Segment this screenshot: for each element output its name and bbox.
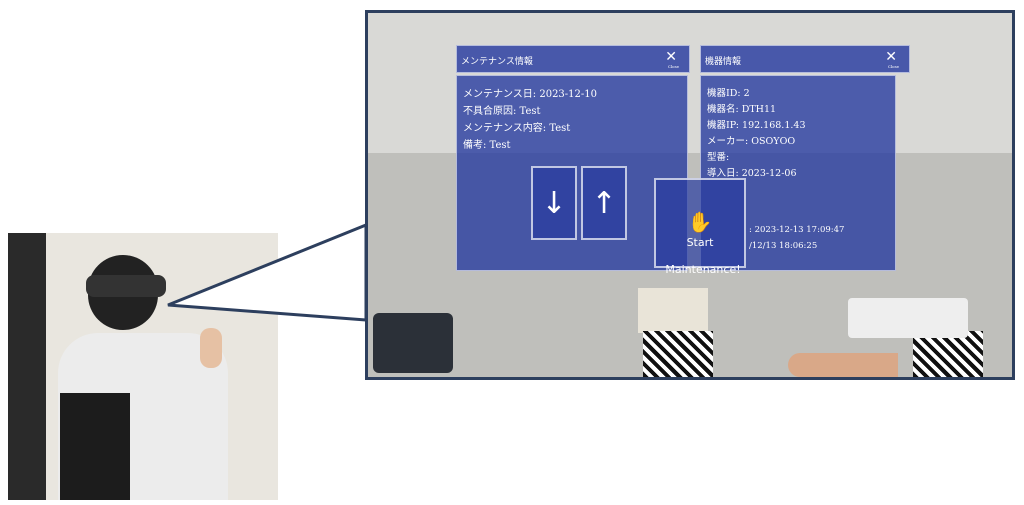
device-line: 型番: — [707, 152, 730, 163]
device-timestamp: : 2023-12-13 17:09:47 — [749, 225, 845, 235]
start-maintenance-label: Maintenance! — [665, 263, 741, 276]
device-line: 機器ID: 2 — [707, 88, 750, 99]
close-label[interactable]: Close — [667, 64, 679, 69]
close-label[interactable]: Close — [887, 64, 899, 69]
maintenance-line: メンテナンス内容: Test — [463, 123, 571, 134]
device-line: 機器名: DTH11 — [707, 104, 777, 115]
shirt-print — [60, 393, 130, 500]
qr-code — [913, 331, 983, 377]
device-line: 機器IP: 192.168.1.43 — [707, 120, 806, 131]
ar-view-screenshot: メンテナンス情報 ✕ Close メンテナンス日: 2023-12-10 不具合… — [365, 10, 1015, 380]
maintenance-panel-title: メンテナンス情報 — [461, 57, 533, 67]
device-panel-title: 機器情報 — [705, 57, 742, 67]
headset — [86, 275, 166, 297]
device-box — [373, 313, 453, 373]
device-panel-header: 機器情報 ✕ Close — [700, 45, 910, 73]
user-finger — [788, 353, 898, 377]
device-line: メーカー: OSOYOO — [707, 136, 796, 147]
maintenance-line: メンテナンス日: 2023-12-10 — [463, 89, 598, 100]
maintenance-line: 不具合原因: Test — [463, 106, 541, 117]
device-timestamp: /12/13 18:06:25 — [749, 241, 818, 251]
hand-icon: ✋ — [687, 210, 713, 234]
start-label: Start — [686, 236, 714, 249]
start-maintenance-button[interactable]: ✋ Start — [654, 178, 746, 268]
scroll-down-button[interactable]: ↓ — [531, 166, 577, 240]
maintenance-line: 備考: Test — [463, 140, 511, 151]
breadboard — [638, 288, 708, 333]
scroll-up-button[interactable]: ↑ — [581, 166, 627, 240]
close-icon[interactable]: ✕ — [885, 49, 897, 65]
device-line: 導入日: 2023-12-06 — [707, 168, 797, 179]
qr-code — [643, 331, 713, 377]
close-icon[interactable]: ✕ — [665, 49, 677, 65]
power-strip — [848, 298, 968, 338]
maintenance-panel-header: メンテナンス情報 ✕ Close — [456, 45, 690, 73]
raised-hand — [200, 328, 222, 368]
